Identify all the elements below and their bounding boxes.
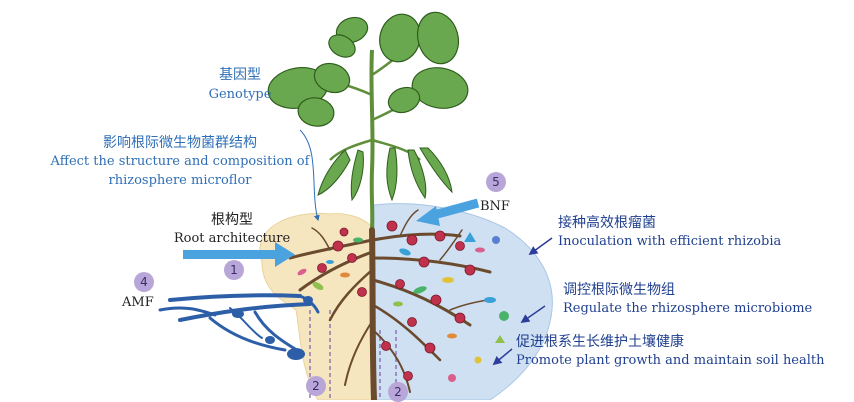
inoculation-label-en: Inoculation with efficient rhizobia <box>558 234 782 249</box>
badge-bnf: 5 <box>486 172 506 192</box>
nodule <box>430 294 442 306</box>
leaf <box>387 86 421 114</box>
inoculation-label-cn: 接种高效根瘤菌 <box>558 215 656 231</box>
badge-mycorrhiza-left: 2 <box>306 376 326 396</box>
affect-label-cn: 影响根际微生物菌群结构 <box>103 135 257 151</box>
badge-amf: 4 <box>134 272 154 292</box>
affect-label-en-1: Affect the structure and composition of <box>50 154 310 169</box>
nodule <box>407 317 417 327</box>
amf-spores <box>232 296 313 360</box>
leaf <box>416 11 460 65</box>
leaf <box>411 67 469 109</box>
root-architecture-label-en: Root architecture <box>173 231 291 246</box>
plant-leaves <box>267 11 469 127</box>
root-nodules <box>317 220 476 381</box>
root-system <box>288 209 492 400</box>
nodule <box>403 371 413 381</box>
regulate-label-en: Regulate the rhizosphere microbiome <box>563 301 813 316</box>
nodule <box>424 342 436 354</box>
microbes <box>297 232 509 382</box>
nodule <box>454 312 466 324</box>
badge-mycorrhiza-right: 2 <box>388 382 408 402</box>
bnf-arrow <box>416 198 480 226</box>
nodule <box>332 240 344 252</box>
plant-stem <box>369 49 375 231</box>
nodule <box>455 241 465 251</box>
nodule <box>434 230 446 242</box>
nodule <box>395 279 405 289</box>
promote-arrow <box>492 348 513 366</box>
nodule <box>317 263 327 273</box>
plant-pods <box>317 147 453 202</box>
nodule <box>357 287 367 297</box>
leaf <box>328 34 356 58</box>
rhizosphere-left-zone <box>259 212 375 400</box>
nodule <box>418 256 430 268</box>
genotype-label-en: Genotype <box>208 87 272 102</box>
affect-label-en-2: rhizosphere microflor <box>108 173 252 188</box>
nodule <box>347 253 357 263</box>
promote-label-en: Promote plant growth and maintain soil h… <box>516 353 825 368</box>
bnf-label: BNF <box>480 199 510 214</box>
genotype-label-cn: 基因型 <box>219 67 261 83</box>
genotype-arrow <box>299 129 320 222</box>
nodule <box>406 234 418 246</box>
nodule <box>339 227 349 237</box>
root-architecture-label-cn: 根构型 <box>211 212 253 228</box>
regulate-label-cn: 调控根际微生物组 <box>563 282 675 298</box>
nodule <box>464 264 476 276</box>
nodule <box>386 220 398 232</box>
amf-label: AMF <box>122 295 154 310</box>
leaf <box>297 97 335 127</box>
amf-hyphae <box>158 293 320 354</box>
badge-root-architecture: 1 <box>224 260 244 280</box>
regulate-arrow <box>520 305 546 324</box>
leaf <box>313 62 351 94</box>
inoculation-arrow <box>528 237 553 256</box>
root-architecture-arrow <box>183 242 295 267</box>
promote-label-cn: 促进根系生长维护土壤健康 <box>516 334 684 350</box>
nodule <box>381 341 391 351</box>
